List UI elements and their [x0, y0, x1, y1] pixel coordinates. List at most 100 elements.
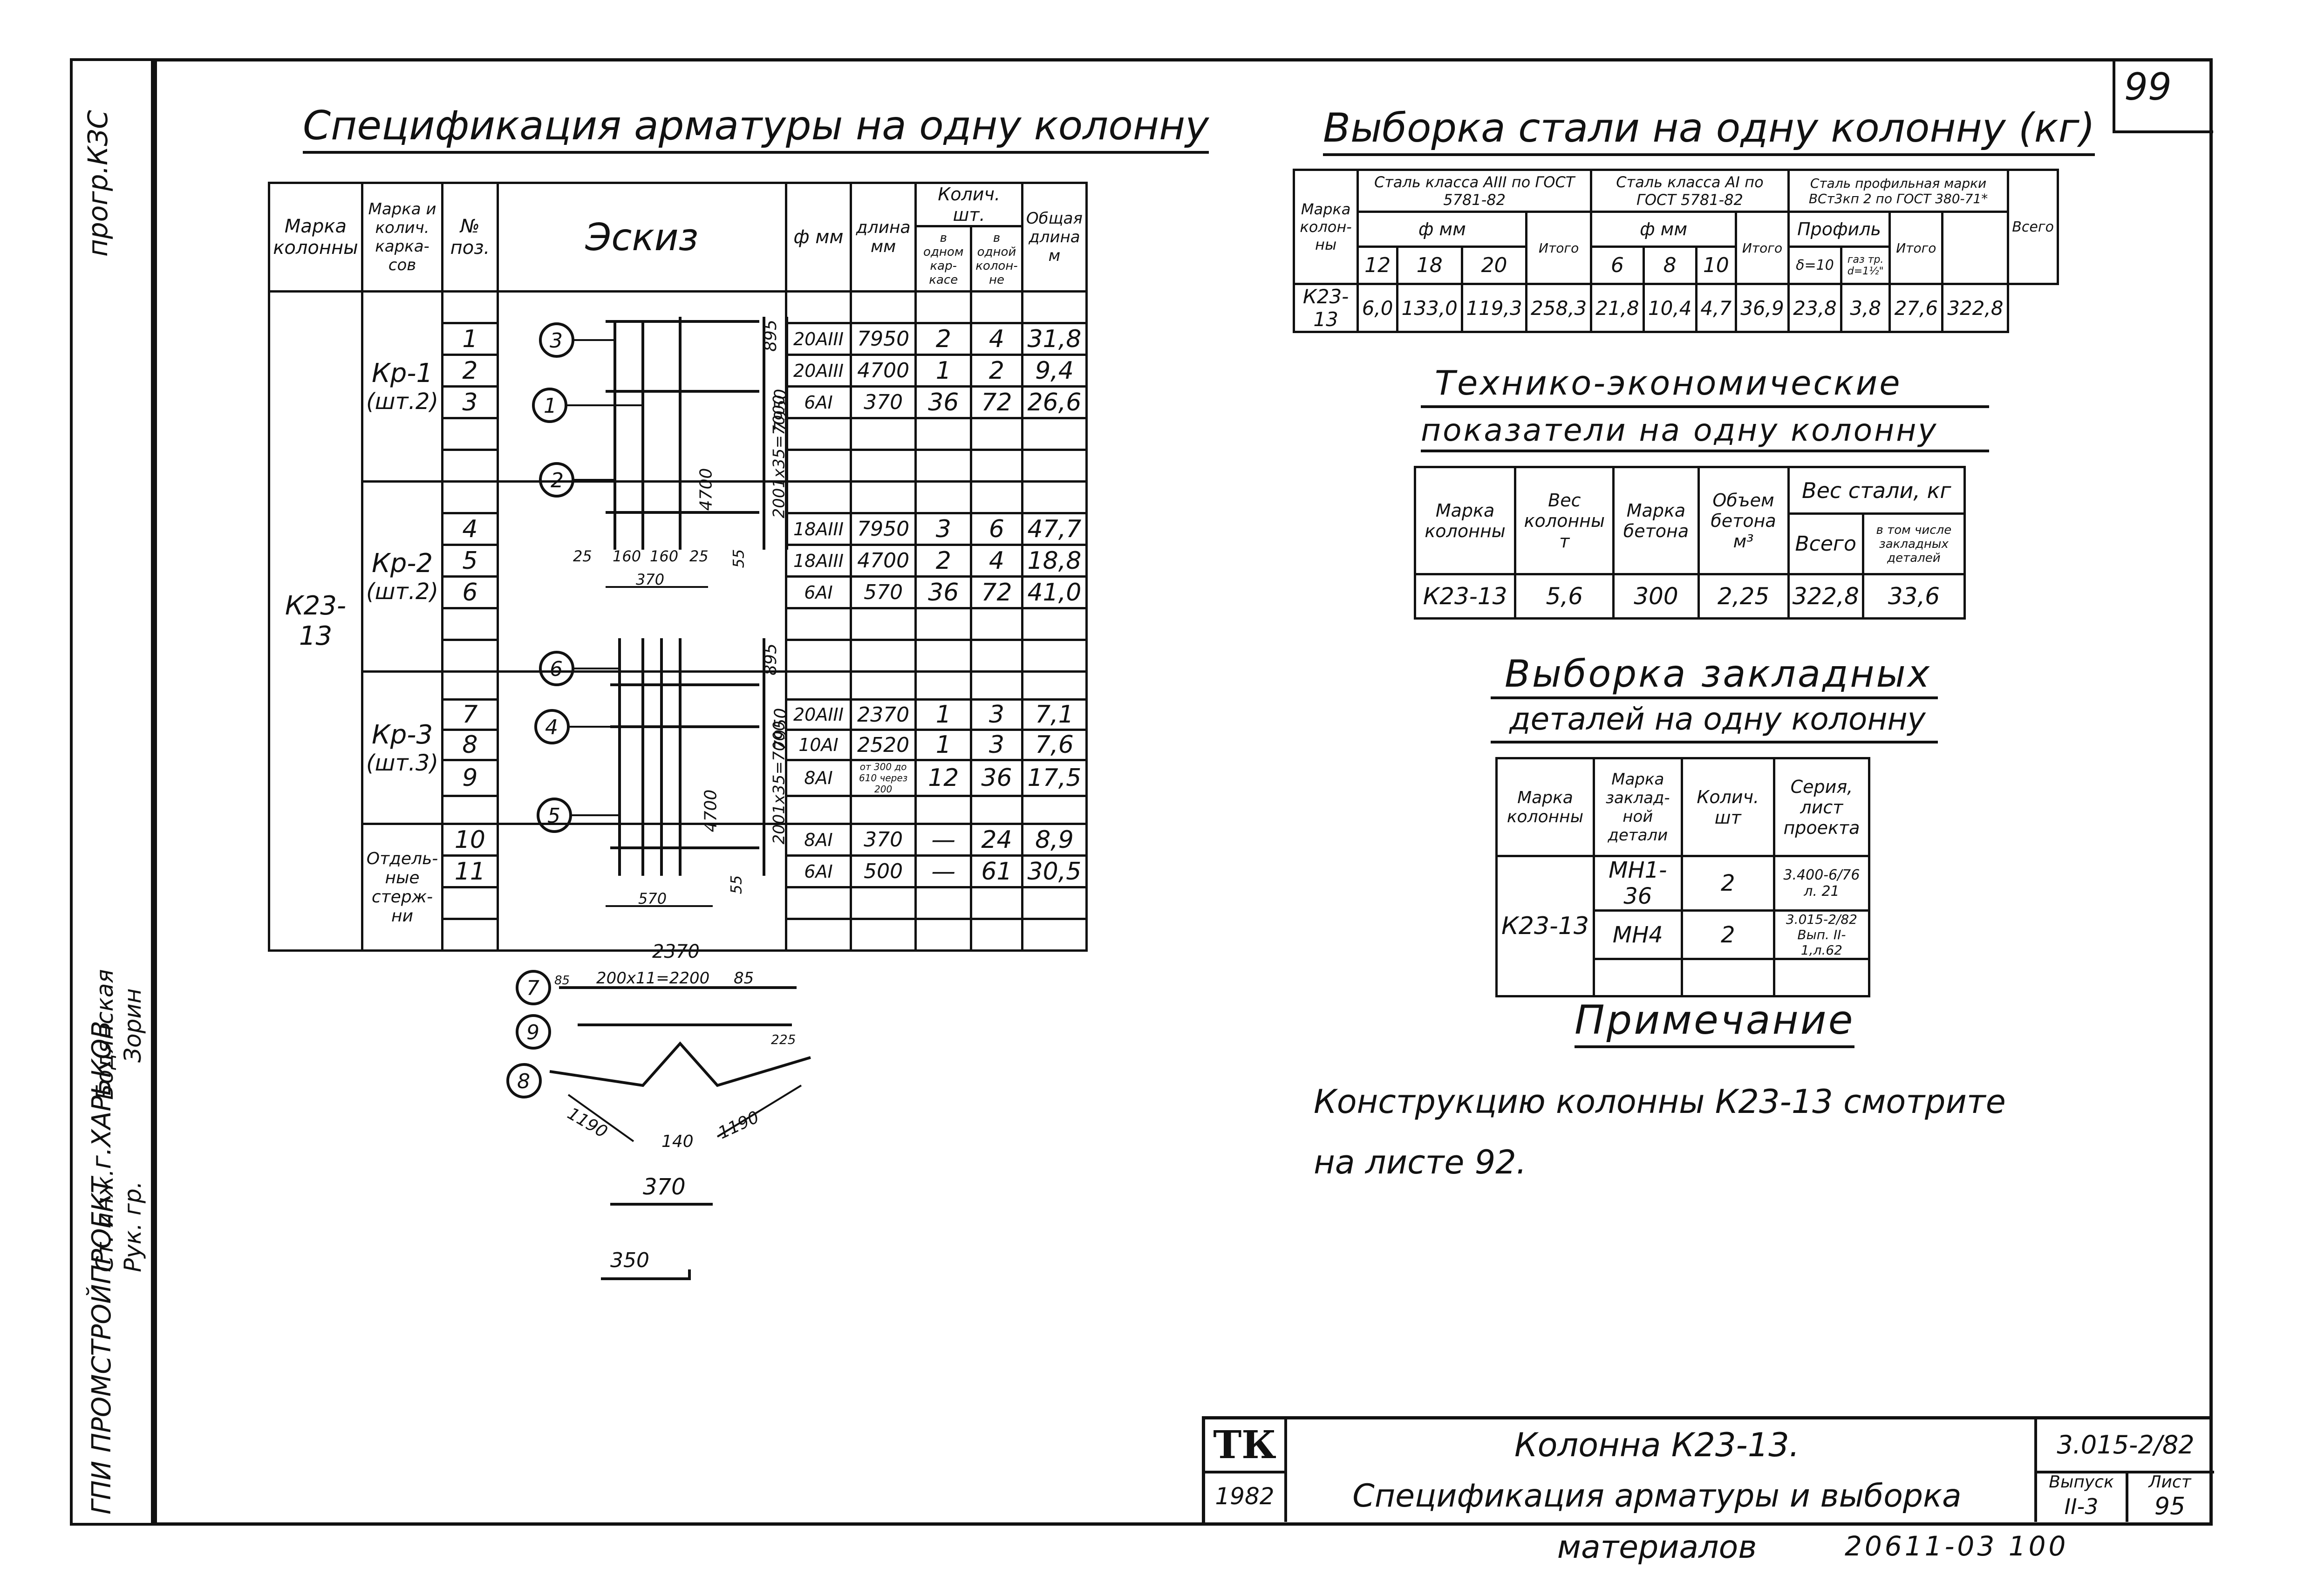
spec-cell-tot: 17,5 [1021, 759, 1088, 797]
spec-cell-qc: 3 [970, 729, 1023, 761]
emb-row1-series: 3.400-6/76 л. 21 [1772, 855, 1871, 912]
spec-cell-qc: 2 [970, 354, 1023, 388]
spec-cell-qc [970, 480, 1023, 514]
spec-cell-pos: 6 [441, 575, 499, 609]
kr1-dim-160b: 160 [650, 547, 679, 565]
spec-cell-phi [785, 290, 852, 324]
steel-d-8: 8 [1642, 246, 1697, 285]
spec-h-frame: Марка и колич. карка-сов [361, 182, 444, 293]
spec-cell-pos: 4 [441, 512, 499, 546]
spec-cell-qf: 1 [914, 354, 973, 388]
spec-frame-mark: Кр-3(шт.3) [361, 670, 444, 825]
spec-cell-qf: 1 [914, 729, 973, 761]
spec-cell-tot [1021, 290, 1088, 324]
steel-value: 36,9 [1735, 283, 1790, 333]
spec-cell-tot: 7,1 [1021, 698, 1088, 731]
sketch-kr3: 7 9 8 [506, 970, 811, 1142]
emb-h-emb: Марка заклад-ной детали [1592, 757, 1683, 857]
tech-h-concrete: Марка бетона [1612, 466, 1700, 575]
spec-cell-len: 7950 [849, 512, 917, 546]
kr1-callout-1: 1 [544, 394, 557, 418]
steel-value: 3,8 [1840, 283, 1891, 333]
spec-cell-tot [1021, 918, 1088, 952]
kr1-dim-160a: 160 [613, 547, 641, 565]
spec-row [269, 639, 1088, 673]
spec-cell-len [849, 290, 917, 324]
kr1-dim-370: 370 [636, 571, 665, 588]
emb-table: Марка колонны Марка заклад-ной детали Ко… [1495, 757, 1871, 997]
spec-cell-qf [914, 795, 973, 825]
spec-cell-tot [1021, 480, 1088, 514]
emb-h-series: Серия, лист проекта [1772, 757, 1871, 857]
steel-value: 23,8 [1787, 283, 1843, 333]
spec-cell-pos: 3 [441, 385, 499, 419]
spec-cell-qf: — [914, 823, 973, 857]
spec-cell-len: 2370 [849, 698, 917, 731]
kr1-dim-25b: 25 [689, 547, 709, 565]
spec-h-pos: № поз. [441, 182, 499, 293]
tech-h-weight: Вес колонны т [1514, 466, 1615, 575]
steel-value: 27,6 [1888, 283, 1944, 333]
emb-row3-empty-b [1680, 958, 1775, 997]
spec-row [269, 918, 1088, 952]
emb-h-mark: Марка колонны [1495, 757, 1595, 857]
steel-d-20: 20 [1460, 246, 1528, 285]
tech-title-1-rule [1421, 405, 1989, 408]
spec-cell-qc [970, 290, 1023, 324]
spec-cell-len: 4700 [849, 354, 917, 388]
spec-cell-tot: 7,6 [1021, 729, 1088, 761]
spec-h-phi: ф мм [785, 182, 852, 293]
spec-frame-mark: Отдель-ные стерж-ни [361, 823, 444, 952]
spec-cell-qc [970, 449, 1023, 483]
spec-frame-count: (шт.2) [366, 579, 439, 605]
tb-name-1: Колонна К23-13. [1514, 1426, 1800, 1464]
spec-cell-phi [785, 795, 852, 825]
tech-title-1: Технико-экономические [1435, 363, 1902, 402]
spec-column-mark: К23-13 [268, 290, 363, 952]
spec-cell-qc [970, 607, 1023, 641]
spec-cell-qc: 24 [970, 823, 1023, 857]
spec-row [269, 607, 1088, 641]
spec-cell-qf [914, 480, 973, 514]
rod10-dim: 370 [643, 1174, 686, 1200]
spec-cell-tot: 9,4 [1021, 354, 1088, 388]
spec-cell-pos [441, 290, 499, 324]
kr1-dim-895: 895 [761, 320, 780, 352]
spec-row [269, 886, 1088, 920]
steel-table: Марка колон-ны Сталь класса АIII по ГОСТ… [1292, 169, 2059, 333]
spec-cell-tot [1021, 417, 1088, 451]
tb-issue-cell: Выпуск II-3 [2037, 1471, 2128, 1522]
spec-cell-pos [441, 607, 499, 641]
spec-cell-pos: 8 [441, 729, 499, 761]
spec-cell-qf: 12 [914, 759, 973, 797]
steel-value: 10,4 [1642, 283, 1697, 333]
kr3-callout-7: 7 [526, 976, 539, 1000]
spec-cell-len: 370 [849, 385, 917, 419]
tech-title-2: показатели на одну колонну [1421, 412, 1938, 448]
steel-value: 258,3 [1525, 283, 1592, 333]
spec-cell-len: от 300 до 610 через 200 [849, 759, 917, 797]
spec-row [269, 449, 1088, 483]
kr1-dim-25a: 25 [573, 547, 592, 565]
spec-cell-tot: 47,7 [1021, 512, 1088, 546]
tb-sheet-cell: Лист 95 [2126, 1471, 2214, 1522]
spec-cell-phi: 6АI [785, 575, 852, 609]
spec-frame-name: Кр-3 [371, 719, 433, 750]
spec-h-qty: Колич. шт. [914, 182, 1023, 227]
emb-row2-mark: МН4 [1592, 909, 1683, 960]
steel-title: Выборка стали на одну колонну (кг) [1323, 105, 2095, 156]
steel-h-mark: Марка колон-ны [1292, 169, 1359, 285]
tb-tk: ТК [1205, 1419, 1287, 1473]
steel-d-pipe: газ тр. d=1½" [1840, 246, 1891, 285]
spec-cell-qc: 3 [970, 698, 1023, 731]
spec-cell-qc [970, 886, 1023, 920]
tech-h-steel: Вес стали, кг [1787, 466, 1966, 515]
